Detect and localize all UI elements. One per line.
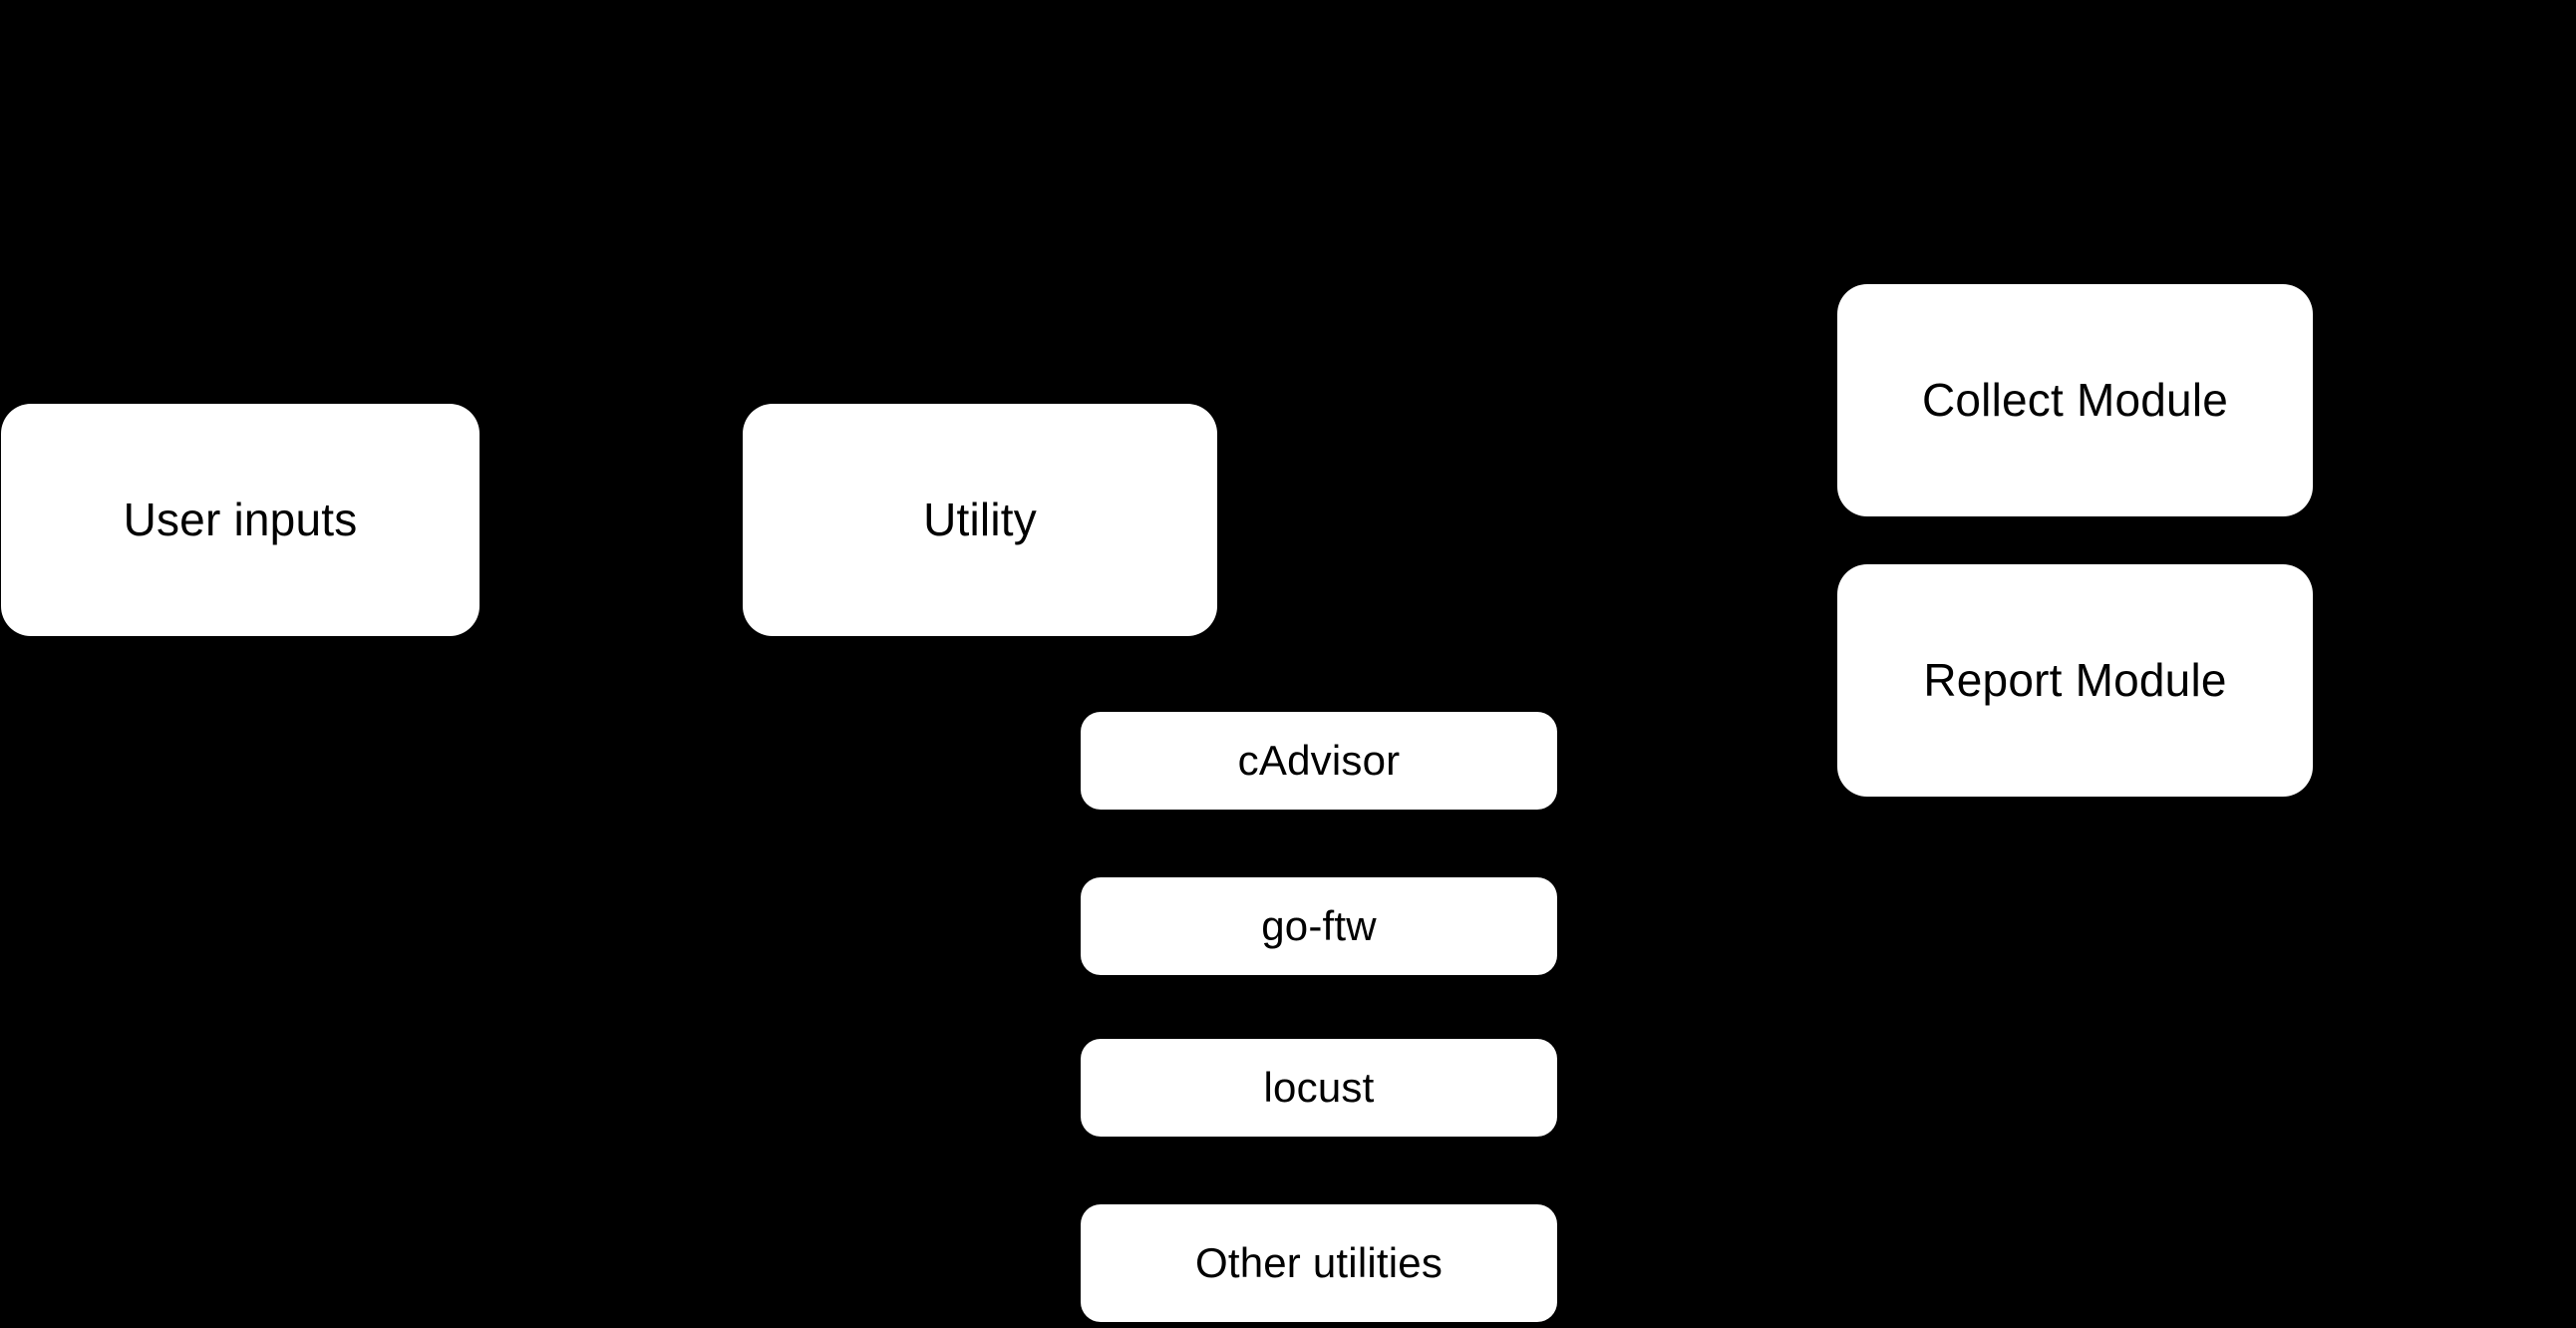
- node-utility[interactable]: Utility: [743, 404, 1217, 636]
- node-go-ftw[interactable]: go-ftw: [1081, 877, 1557, 975]
- node-report-module[interactable]: Report Module: [1837, 564, 2313, 797]
- node-utility-label: Utility: [923, 494, 1037, 546]
- node-other-utilities-label: Other utilities: [1194, 1238, 1444, 1286]
- node-locust[interactable]: locust: [1081, 1039, 1557, 1137]
- node-collect-module-label: Collect Module: [1921, 374, 2229, 427]
- node-collect-module[interactable]: Collect Module: [1837, 284, 2313, 516]
- node-cadvisor[interactable]: cAdvisor: [1081, 712, 1557, 810]
- node-cadvisor-label: cAdvisor: [1237, 736, 1401, 784]
- node-user-inputs-label: User inputs: [123, 494, 358, 546]
- node-user-inputs[interactable]: User inputs: [1, 404, 480, 636]
- node-other-utilities[interactable]: Other utilities: [1081, 1204, 1557, 1322]
- node-go-ftw-label: go-ftw: [1261, 901, 1377, 949]
- node-report-module-label: Report Module: [1923, 654, 2227, 707]
- node-locust-label: locust: [1263, 1063, 1375, 1111]
